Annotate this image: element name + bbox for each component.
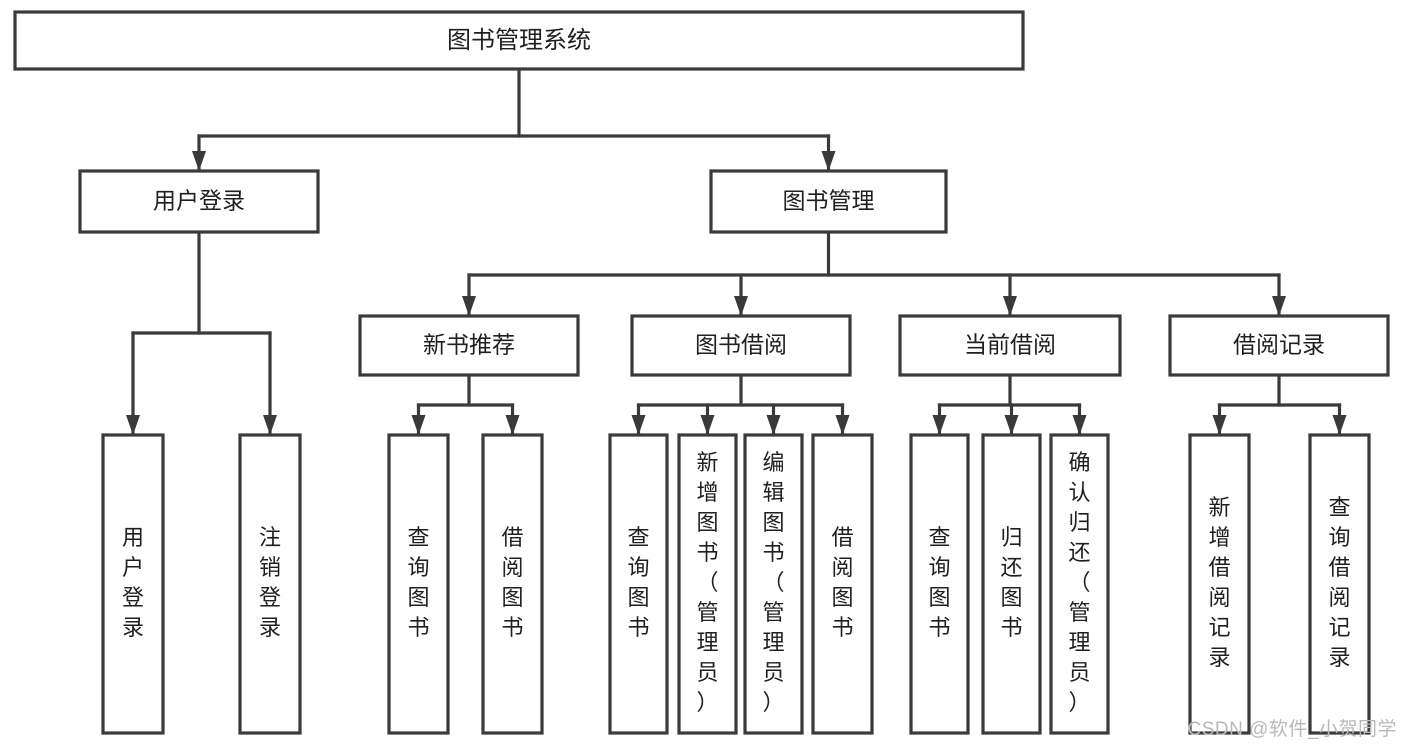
node-label: 借阅图书: [501, 525, 523, 640]
node-box: [481, 433, 544, 735]
node-label: 图书管理系统: [447, 27, 591, 54]
node-book-manage[interactable]: 图书管理: [709, 169, 948, 234]
arrow-head: [700, 415, 715, 435]
node-box: [630, 314, 852, 377]
edge-group-book-manage: [462, 230, 1286, 317]
edges-layer: [126, 67, 1347, 436]
node-label: 新增图书（管理员）: [696, 450, 718, 715]
node-label: 确认归还（管理员）: [1068, 450, 1090, 715]
node-label: 用户登录: [122, 525, 144, 640]
node-box: [78, 169, 320, 234]
node-leaf-query-record[interactable]: 查询借阅记录: [1308, 433, 1371, 735]
node-box: [238, 433, 302, 735]
node-book-borrow[interactable]: 图书借阅: [630, 314, 852, 377]
node-user-login[interactable]: 用户登录: [78, 169, 320, 234]
node-label: 新书推荐: [423, 332, 515, 358]
edge-group-new-book-rec: [411, 373, 520, 436]
arrow-head: [1072, 415, 1087, 435]
node-box: [898, 314, 1122, 377]
node-label: 图书借阅: [695, 332, 787, 358]
node-leaf-add-book[interactable]: 新增图书（管理员）: [677, 433, 738, 735]
node-box: [1188, 433, 1251, 735]
node-label: 查询图书: [928, 525, 950, 640]
node-box: [1049, 433, 1110, 735]
node-leaf-user-login[interactable]: 用户登录: [101, 433, 165, 735]
node-leaf-return-book[interactable]: 归还图书: [981, 433, 1042, 735]
node-new-book-rec[interactable]: 新书推荐: [358, 314, 580, 377]
node-box: [608, 433, 669, 735]
arrow-head: [932, 415, 947, 435]
node-leaf-query-book-1[interactable]: 查询图书: [387, 433, 450, 735]
node-box: [709, 169, 948, 234]
node-box: [743, 433, 804, 735]
arrow-head: [766, 415, 781, 435]
node-box: [387, 433, 450, 735]
arrow-head: [1212, 415, 1227, 435]
arrow-head: [192, 151, 206, 171]
node-leaf-borrow-book-2[interactable]: 借阅图书: [811, 433, 874, 735]
node-label: 新增借阅记录: [1208, 495, 1230, 670]
node-label: 注销登录: [259, 525, 281, 640]
node-label: 编辑图书（管理员）: [762, 450, 784, 715]
edge-group-user-login: [126, 230, 277, 436]
edge-group-book-borrow: [631, 373, 850, 436]
arrow-head: [1003, 296, 1017, 316]
node-label: 查询图书: [627, 525, 649, 640]
node-label: 图书管理: [783, 188, 875, 214]
node-leaf-query-book-2[interactable]: 查询图书: [608, 433, 669, 735]
edge-group-root: [192, 67, 836, 172]
arrow-head: [462, 296, 476, 316]
node-box: [358, 314, 580, 377]
node-label: 查询图书: [407, 525, 429, 640]
nodes-layer: 图书管理系统用户登录图书管理新书推荐图书借阅当前借阅借阅记录用户登录注销登录查询…: [13, 10, 1390, 735]
node-leaf-query-book-3[interactable]: 查询图书: [909, 433, 970, 735]
arrow-head: [411, 415, 426, 435]
arrow-head: [263, 415, 277, 435]
node-leaf-add-record[interactable]: 新增借阅记录: [1188, 433, 1251, 735]
arrow-head: [631, 415, 646, 435]
node-label: 借阅记录: [1233, 332, 1325, 358]
node-box: [811, 433, 874, 735]
node-box: [981, 433, 1042, 735]
node-label: 借阅图书: [831, 525, 853, 640]
arrow-head: [126, 415, 140, 435]
arrow-head: [505, 415, 520, 435]
arrow-head: [1332, 415, 1347, 435]
node-leaf-edit-book[interactable]: 编辑图书（管理员）: [743, 433, 804, 735]
node-borrow-record[interactable]: 借阅记录: [1168, 314, 1390, 377]
node-box: [1308, 433, 1371, 735]
node-leaf-borrow-book-1[interactable]: 借阅图书: [481, 433, 544, 735]
edge-group-borrow-record: [1212, 373, 1347, 436]
arrow-head: [734, 296, 748, 316]
node-root[interactable]: 图书管理系统: [13, 10, 1025, 71]
node-leaf-confirm-return[interactable]: 确认归还（管理员）: [1049, 433, 1110, 735]
node-box: [677, 433, 738, 735]
node-label: 归还图书: [1000, 525, 1022, 640]
node-label: 用户登录: [153, 188, 245, 214]
arrow-head: [821, 151, 836, 171]
node-leaf-logout[interactable]: 注销登录: [238, 433, 302, 735]
node-box: [1168, 314, 1390, 377]
node-box: [101, 433, 165, 735]
node-box: [13, 10, 1025, 71]
node-label: 查询借阅记录: [1328, 495, 1350, 670]
node-box: [909, 433, 970, 735]
node-current-borrow[interactable]: 当前借阅: [898, 314, 1122, 377]
node-label: 当前借阅: [964, 332, 1056, 358]
arrow-head: [835, 415, 850, 435]
arrow-head: [1004, 415, 1019, 435]
arrow-head: [1272, 296, 1286, 316]
edge-group-current-borrow: [932, 373, 1087, 436]
